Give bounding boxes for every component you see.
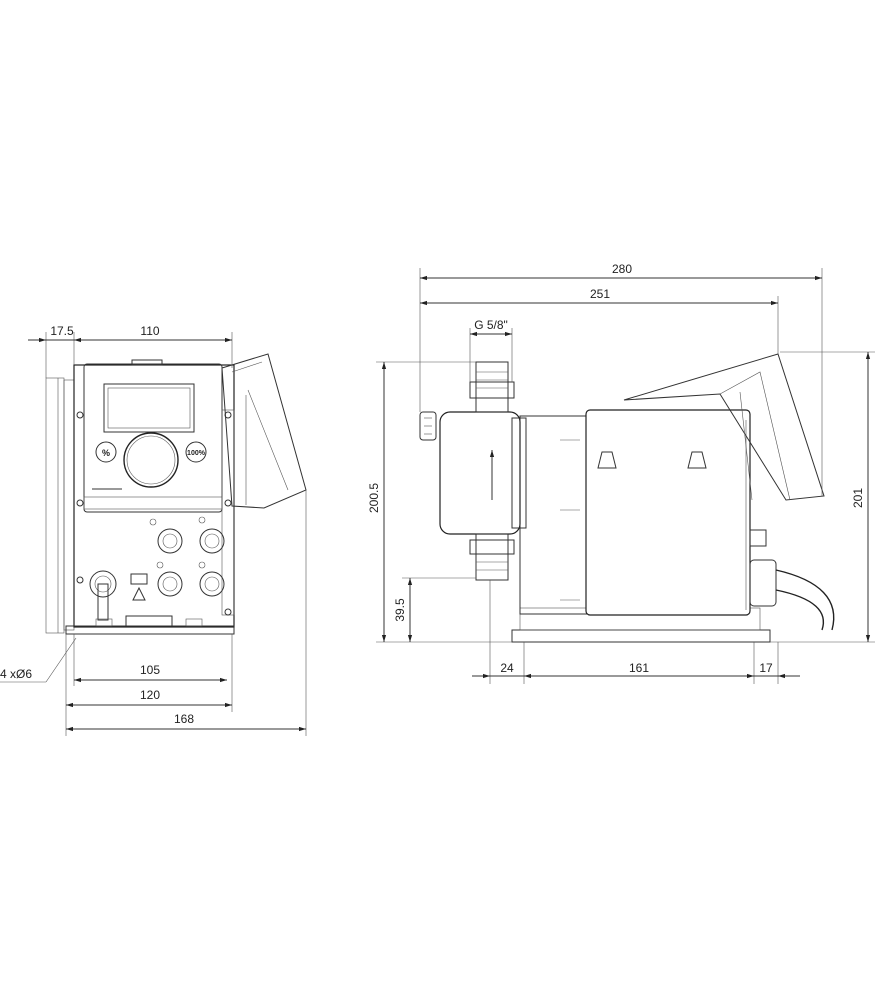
- control-knob: [123, 432, 179, 488]
- dim-front-width: 110: [140, 324, 159, 338]
- front-dimensions: 17.5 110 105 120 168 4 xØ6: [0, 324, 307, 736]
- hundred-percent-button: [185, 441, 207, 463]
- outlet-port: [475, 361, 509, 413]
- hundred-percent-button-label: 100%: [187, 450, 206, 457]
- rear-cable-gland: [749, 559, 777, 607]
- rear-connector: [749, 529, 767, 547]
- side-base-plate: [511, 629, 771, 643]
- side-drive-housing: [519, 415, 591, 615]
- dim-side-height-total: 201: [851, 488, 865, 508]
- side-main-housing: [585, 409, 751, 616]
- warning-label: [130, 573, 148, 585]
- side-tank-outline: [623, 353, 825, 501]
- connector-4: [199, 571, 225, 597]
- dim-front-base-mid: 120: [140, 688, 160, 702]
- side-view: [419, 353, 835, 643]
- dim-port-offset: 24: [500, 661, 514, 675]
- vent-valve: [419, 411, 437, 441]
- display-screen: [103, 383, 195, 433]
- inlet-port: [475, 533, 509, 581]
- connector-2: [199, 528, 225, 554]
- dim-port-thread: G 5/8": [474, 318, 508, 332]
- power-cable: [775, 569, 835, 631]
- dim-front-overall: 168: [174, 712, 194, 726]
- dim-front-offset: 17.5: [50, 324, 74, 338]
- dosing-head: [439, 411, 521, 535]
- dim-mount-holes: 4 xØ6: [0, 667, 32, 681]
- percent-button-label: %: [102, 448, 110, 458]
- dim-base-length: 161: [629, 661, 649, 675]
- connector-group: [149, 516, 225, 597]
- dim-side-length: 251: [590, 287, 610, 301]
- dim-front-base-inner: 105: [140, 663, 160, 677]
- connector-3: [157, 571, 183, 597]
- dim-side-overall: 280: [612, 262, 632, 276]
- connector-1: [157, 528, 183, 554]
- dim-rear-offset: 17: [759, 661, 773, 675]
- front-wall-bracket: [45, 377, 65, 634]
- percent-button: [95, 441, 117, 463]
- side-dimensions: 280 251 G 5/8" 200.5 39.5 201 24: [367, 262, 875, 684]
- dim-side-height-pump: 200.5: [367, 483, 381, 513]
- front-tank-outline: [221, 353, 307, 509]
- dim-inlet-height: 39.5: [393, 598, 407, 622]
- cable-gland: [89, 570, 117, 598]
- front-view: % 100%: [45, 353, 307, 635]
- front-housing: [73, 364, 235, 628]
